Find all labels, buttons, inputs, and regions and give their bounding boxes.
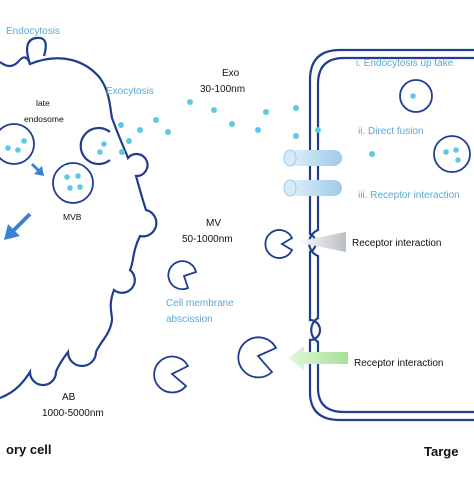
ab-size-label: 1000-5000nm [42,408,104,419]
mv-vesicle [167,260,198,291]
target-cell-membrane-outer [308,48,474,422]
arrow-mvb-down-icon [4,212,32,240]
exosome-dot [455,157,461,163]
uptake-label-endocytosis: i. Endocytosis up take [356,58,454,69]
exosome-dot [443,149,449,155]
ab-vesicle [153,355,190,394]
exosome-dot [75,173,81,179]
exosome-dot [15,147,21,153]
target-cell-label: Targe [424,444,458,459]
mv-label: MV [206,218,221,229]
exosome-dot [67,185,73,191]
secretory-cell-label: ory cell [6,442,52,457]
fusion-vesicle [433,135,471,173]
exo-label: Exo [222,68,240,79]
exosome-dot [101,141,107,147]
receptor-interaction-label-1: Receptor interaction [352,238,442,249]
exosome-dot [77,184,83,190]
secretory-cell-membrane [0,56,158,400]
abscission-label-line2: abscission [166,314,213,325]
exosome-dot [64,174,70,180]
receptor-interaction-label-2: Receptor interaction [354,358,444,369]
uptake-label-fusion: ii. Direct fusion [358,126,424,137]
abscission-label-line1: Cell membrane [166,298,234,309]
late-endosome-label-line2: endosome [24,114,64,124]
released-exosomes [118,99,299,155]
mvb-vesicle [52,162,94,204]
ab-label: AB [62,392,76,403]
exo-size-label: 30-100nm [200,84,245,95]
uptake-label-receptor: iii. Receptor interaction [358,190,460,201]
exosome-dot [369,151,375,157]
exocytosis-vesicle [79,126,111,166]
exosome-dot [315,127,321,133]
exosome-dot [410,93,416,99]
mv-size-label: 50-1000nm [182,234,233,245]
late-endosome [0,123,35,165]
uptake-vesicle [399,79,433,113]
arrow-endosome-to-mvb-icon [30,162,44,176]
endocytosis-label: Endocytosis [6,26,60,37]
ab-vesicle [237,336,278,379]
receptor-arrow-gray-icon [296,232,346,252]
late-endosome-label-line1: late [36,98,50,108]
exosome-dot [97,149,103,155]
receptor-arrow-green-icon [288,346,348,370]
exosome-dot [5,145,11,151]
mv-vesicle [264,229,294,259]
exocytosis-label: Exocytosis [106,86,154,97]
endocytosis-invagination [25,36,47,65]
exosome-dot [453,147,459,153]
receptor-tube [283,179,342,197]
receptor-tube [283,149,342,167]
mvb-label: MVB [63,212,82,222]
target-cell-membrane-inner [308,56,474,414]
exosome-dot [21,138,27,144]
